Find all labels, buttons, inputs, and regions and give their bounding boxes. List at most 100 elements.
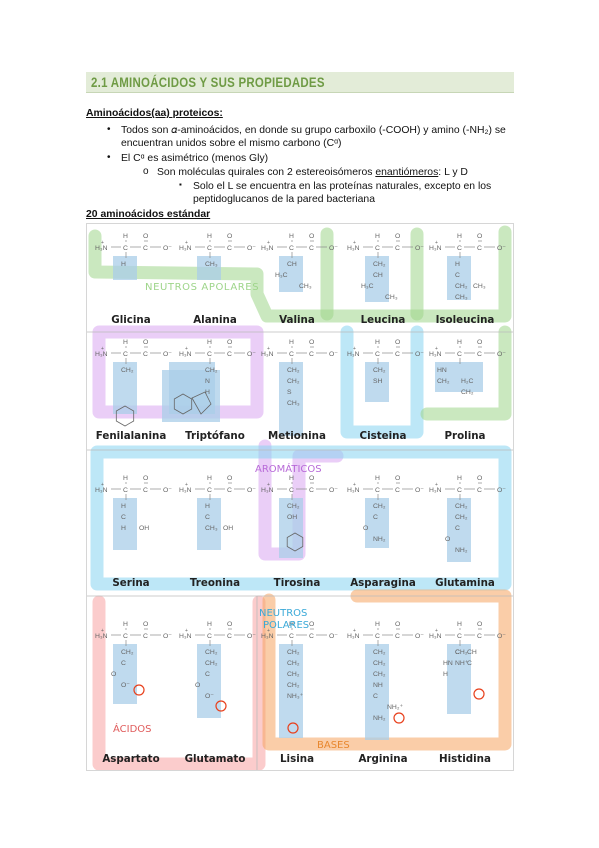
- charge-plus: +: [101, 482, 104, 488]
- amino-acid-name: Asparagina: [350, 577, 416, 589]
- side-chain-atom: S: [287, 389, 292, 396]
- carboxyl-carbon: C: [477, 633, 482, 640]
- side-chain-atom: CH₂: [287, 671, 300, 678]
- charge-plus: +: [353, 482, 356, 488]
- amino-acid-name: Isoleucina: [436, 314, 495, 326]
- side-chain-atom: NH₂⁺: [387, 704, 403, 711]
- carboxylate-o: O⁻: [163, 351, 172, 358]
- carboxylate-o: O⁻: [163, 487, 172, 494]
- amino-group: H₃N: [95, 351, 108, 358]
- charge-plus: +: [267, 628, 270, 634]
- side-chain-highlight: [197, 644, 221, 718]
- atom-o: O: [395, 233, 400, 240]
- amino-group: H₃N: [95, 487, 108, 494]
- intro-heading: Aminoácidos(aa) proteicos:: [86, 108, 223, 119]
- amino-acid-name: Treonina: [190, 577, 240, 589]
- side-chain-atom: CH₂: [373, 660, 386, 667]
- carboxylate-o: O⁻: [329, 351, 338, 358]
- indole-ring: [173, 393, 193, 415]
- side-chain-atom: CH₂: [205, 649, 218, 656]
- side-chain-highlight: [279, 256, 303, 292]
- carboxylate-o: O⁻: [247, 633, 256, 640]
- alpha-carbon: C: [457, 245, 462, 252]
- indole-pyrrole: [191, 391, 212, 415]
- side-chain-highlight: [447, 256, 471, 300]
- side-chain-atom: H₃C: [275, 272, 288, 279]
- polar-band: [340, 325, 424, 439]
- atom-o: O: [143, 475, 148, 482]
- side-chain-highlight: [113, 498, 137, 550]
- charge-plus: +: [353, 346, 356, 352]
- side-chain-atom: NH₂: [373, 536, 386, 543]
- atom-h: H: [123, 233, 128, 240]
- amino-group: H₃N: [429, 633, 442, 640]
- atom-o: O: [309, 621, 314, 628]
- atom-o: O: [395, 621, 400, 628]
- side-chain-atom: H: [205, 389, 210, 396]
- charge-plus: +: [435, 628, 438, 634]
- side-chain-atom: CH₂: [461, 389, 474, 396]
- charge-plus: +: [435, 346, 438, 352]
- carboxyl-carbon: C: [227, 487, 232, 494]
- side-chain-highlight: [279, 498, 303, 558]
- atom-o: O: [477, 475, 482, 482]
- neutros-apolares-label: NEUTROS APOLARES: [145, 282, 259, 293]
- amino-acid-name: Cisteina: [360, 430, 407, 442]
- charge-plus: +: [353, 240, 356, 246]
- alpha-carbon: C: [207, 633, 212, 640]
- side-chain-atom: H: [121, 261, 126, 268]
- charge-plus: +: [185, 346, 188, 352]
- amino-acid-name: Prolina: [444, 430, 485, 442]
- amino-group: H₃N: [347, 633, 360, 640]
- side-chain-atom: C: [455, 525, 460, 532]
- side-chain-atom: CH: [373, 272, 383, 279]
- atom-h: H: [123, 339, 128, 346]
- alpha-carbon: C: [207, 245, 212, 252]
- carboxylate-o: O⁻: [497, 245, 506, 252]
- side-chain-highlight: [435, 362, 483, 392]
- side-chain-atom: CH: [467, 649, 477, 656]
- acidos-label: ÁCIDOS: [113, 722, 152, 735]
- bullet-3: Son moléculas quirales con 2 estereoisóm…: [157, 166, 468, 179]
- bullet-1-line-2: encuentran unidos sobre el mismo carbono…: [121, 138, 342, 149]
- amino-group: H₃N: [429, 487, 442, 494]
- charge-circle: [393, 712, 405, 724]
- side-chain-atom: CH₂: [287, 660, 300, 667]
- side-chain-atom: C: [205, 514, 210, 521]
- carboxylate-o: O⁻: [163, 633, 172, 640]
- side-chain-atom: SH: [373, 378, 383, 385]
- charge-plus: +: [267, 240, 270, 246]
- side-chain-atom: O⁻: [205, 693, 214, 700]
- atom-o: O: [227, 339, 232, 346]
- atom-o: O: [477, 233, 482, 240]
- amino-group: H₃N: [261, 245, 274, 252]
- side-chain-atom: H: [443, 671, 448, 678]
- side-chain-atom: NH: [373, 682, 383, 689]
- atom-o: O: [395, 475, 400, 482]
- amino-acid-name: Lisina: [280, 753, 314, 765]
- atom-h: H: [123, 621, 128, 628]
- atom-h: H: [375, 339, 380, 346]
- side-chain-atom: O: [445, 536, 450, 543]
- amino-acid-name: Valina: [279, 314, 315, 326]
- bullet-1-line-1: Todos son 𝛼-aminoácidos, en donde su gru…: [121, 125, 506, 136]
- atom-o: O: [227, 475, 232, 482]
- atom-o: O: [477, 339, 482, 346]
- side-chain-atom: NH₂: [373, 715, 386, 722]
- charge-plus: +: [185, 240, 188, 246]
- alpha-carbon: C: [289, 487, 294, 494]
- side-chain-highlight: [113, 256, 137, 280]
- side-chain-atom: C: [467, 660, 472, 667]
- amino-acid-name: Metionina: [268, 430, 326, 442]
- alpha-carbon: C: [123, 487, 128, 494]
- carboxyl-carbon: C: [143, 633, 148, 640]
- neutros-label: NEUTROS: [259, 608, 307, 619]
- amino-acid-name: Glicina: [111, 314, 150, 326]
- side-chain-atom: CH₂: [373, 367, 386, 374]
- side-chain-atom: CH₃: [205, 525, 218, 532]
- charge-plus: +: [353, 628, 356, 634]
- carboxylate-o: O⁻: [329, 633, 338, 640]
- phenol-ring: [286, 532, 304, 552]
- carboxyl-carbon: C: [143, 487, 148, 494]
- atom-h: H: [457, 233, 462, 240]
